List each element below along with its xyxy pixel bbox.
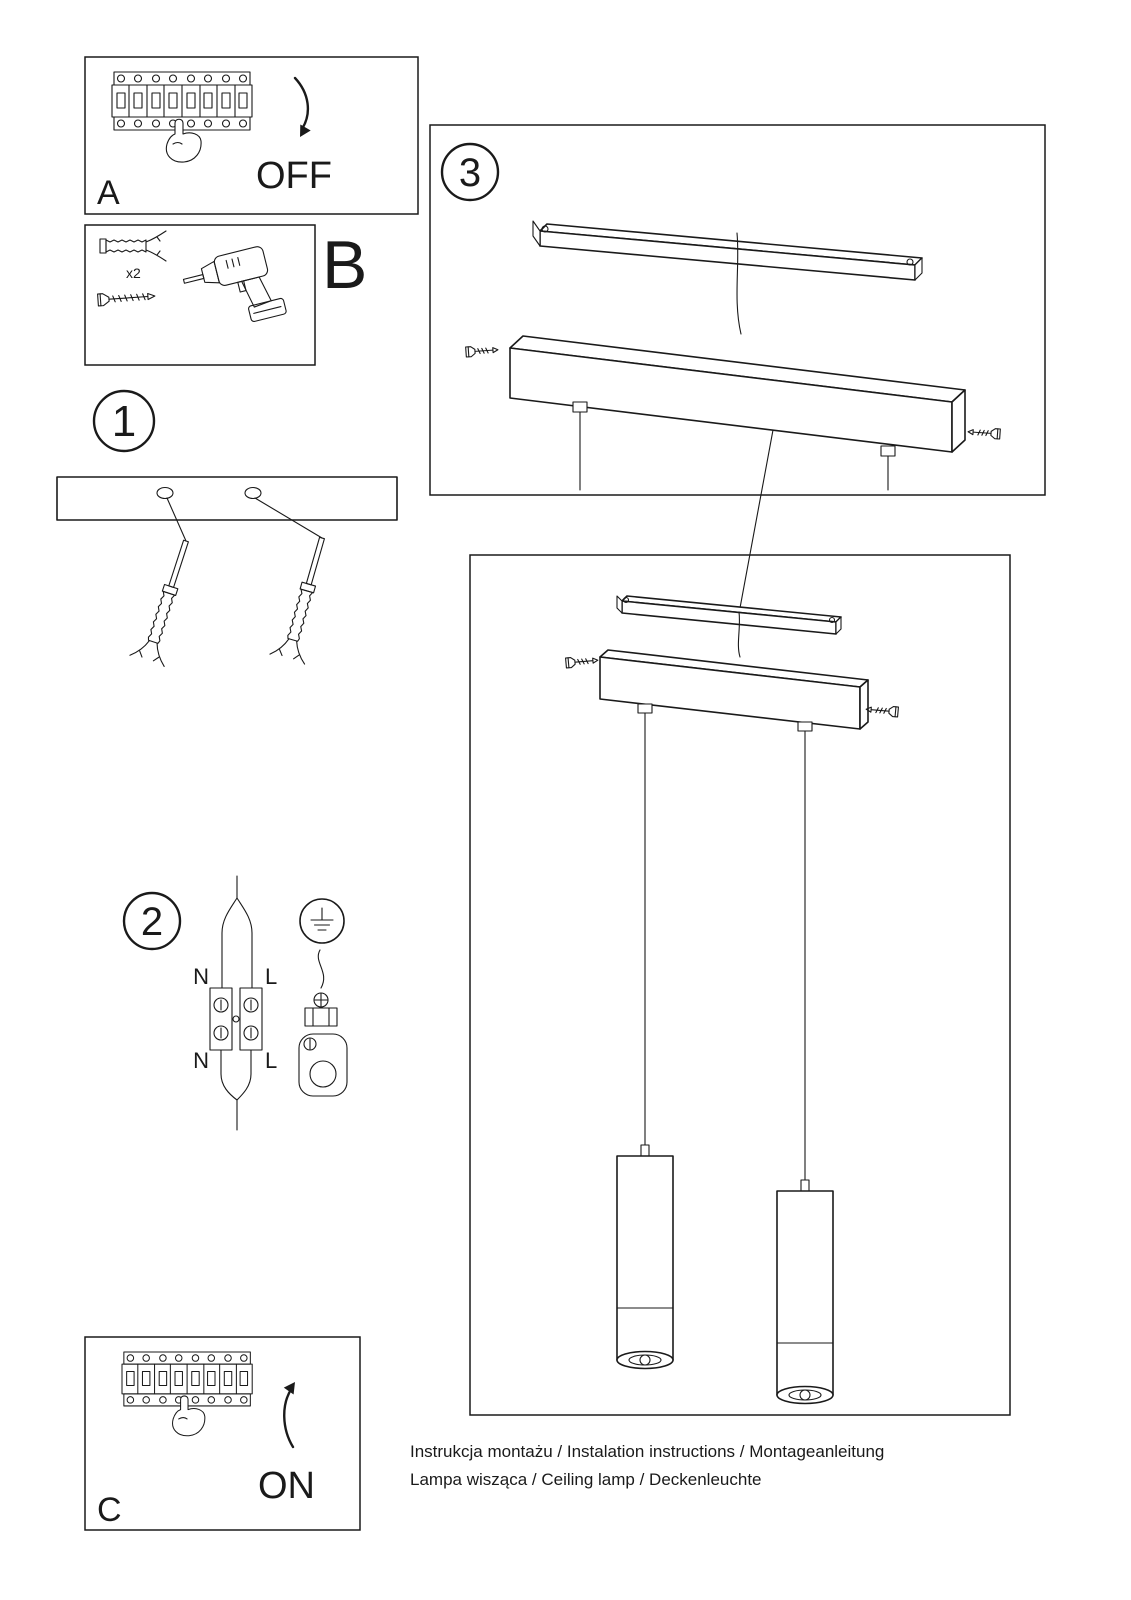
label-a: A <box>97 174 120 212</box>
step-1-group: 1 <box>56 389 398 667</box>
pendant-left-drawing <box>616 1144 674 1370</box>
drill-drawing <box>179 242 288 337</box>
canopy-exploded-drawing <box>465 335 1001 491</box>
breaker-drawing-a <box>111 71 253 163</box>
action-off: OFF <box>256 155 332 197</box>
wire-label-n-bottom: N <box>193 1048 209 1073</box>
box-a: OFF A <box>84 56 419 215</box>
box-3-border <box>429 124 1046 496</box>
box-b: x2 B <box>84 224 367 366</box>
anchor-right-drawing <box>269 532 340 665</box>
footer-line-2: Lampa wisząca / Ceiling lamp / Deckenleu… <box>410 1470 762 1489</box>
step-2-group: 2 N L N L <box>122 875 348 1131</box>
step-1-number: 1 <box>112 397 136 446</box>
step-2-number: 2 <box>141 900 163 944</box>
detail-connector-line <box>739 429 774 609</box>
off-arrow-icon <box>293 76 311 137</box>
step-2-circle <box>122 891 182 951</box>
wiring-diagram: N L N L <box>193 875 277 1131</box>
terminal-block-drawing <box>209 987 263 1051</box>
wire-label-l-bottom: L <box>265 1048 277 1073</box>
step-1-circle <box>92 389 156 453</box>
anchor-left-drawing <box>129 534 204 667</box>
box-a-border <box>84 56 419 215</box>
lamp-assembly-drawing <box>565 595 899 1181</box>
box-3: 3 <box>429 124 1046 609</box>
wall-plug-drawing <box>99 230 167 262</box>
screw-drawing <box>97 289 156 307</box>
footer: Instrukcja montażu / Instalation instruc… <box>410 1442 884 1489</box>
cable-clamp-drawing <box>298 949 348 1097</box>
label-c: C <box>97 1491 122 1529</box>
action-on: ON <box>258 1465 315 1507</box>
mounting-plate-drawing <box>56 476 398 542</box>
breaker-drawing-c <box>121 1351 253 1437</box>
box-c-border <box>84 1336 361 1531</box>
footer-line-1: Instrukcja montażu / Instalation instruc… <box>410 1442 884 1461</box>
box-c: ON C <box>84 1336 361 1531</box>
bracket-exploded-drawing <box>532 220 923 335</box>
on-arrow-icon <box>283 1382 295 1449</box>
qty-x2: x2 <box>126 265 141 281</box>
assembly-box <box>469 554 1011 1416</box>
wire-label-n-top: N <box>193 964 209 989</box>
step-3-circle <box>440 142 500 202</box>
pendant-right-drawing <box>776 1179 834 1405</box>
assembly-box-border <box>469 554 1011 1416</box>
wire-label-l-top: L <box>265 964 277 989</box>
box-b-border <box>84 224 316 366</box>
earth-symbol <box>299 898 345 944</box>
step-3-number: 3 <box>459 151 481 195</box>
label-b: B <box>322 227 367 303</box>
